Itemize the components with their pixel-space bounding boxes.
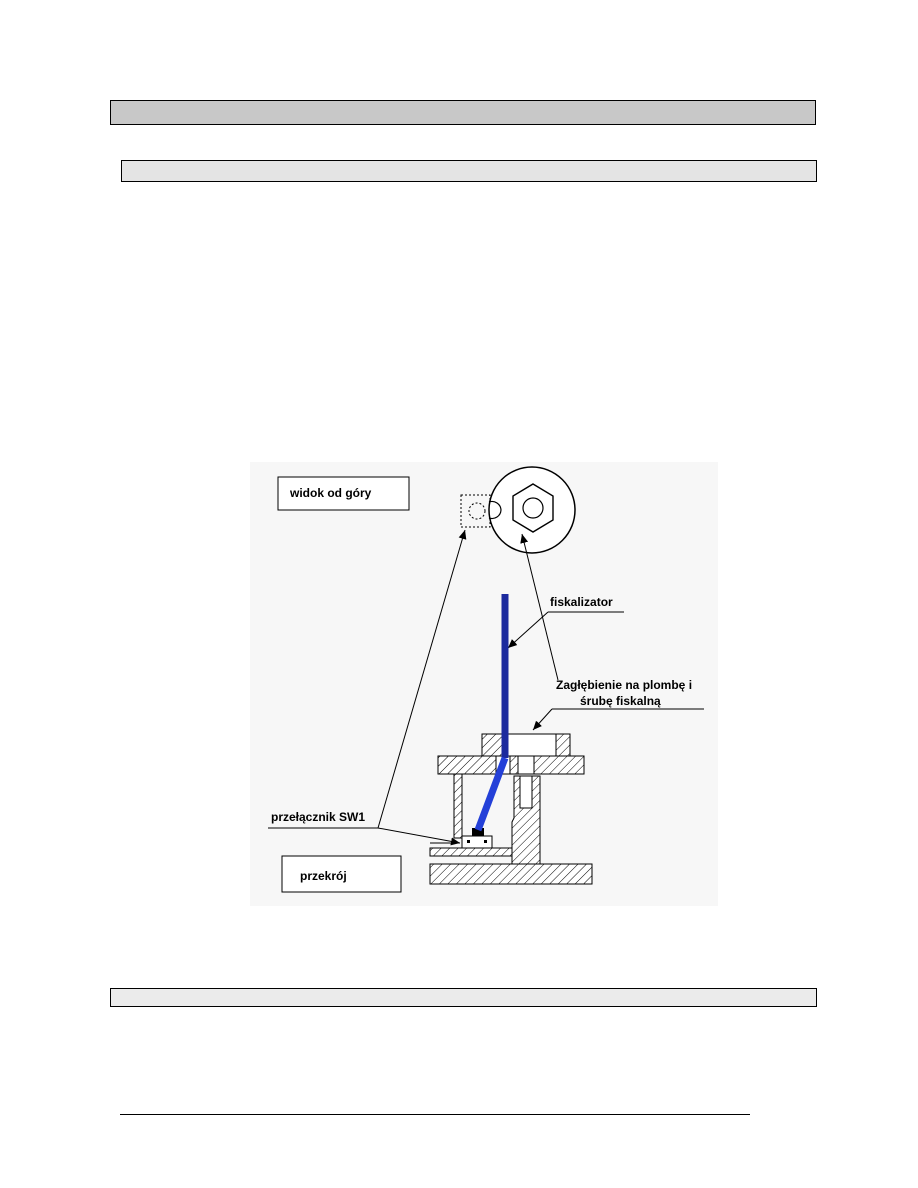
next-section-header-bar: [110, 988, 817, 1007]
top-view-housing: [488, 466, 576, 554]
recess-label-line2: śrubę fiskalną: [580, 694, 661, 708]
recess-label-line1: Zagłębienie na plombę i: [556, 678, 692, 692]
top-view-label-box: widok od góry: [277, 476, 410, 511]
top-view-label: widok od góry: [289, 486, 372, 500]
top-view-switch-outline: [460, 494, 491, 528]
section-header-bar: [110, 100, 816, 125]
section-label: przekrój: [300, 869, 347, 883]
fiscalizer-diagram: widok od góry fiskalizator Zagłębienie n…: [250, 462, 718, 906]
section-housing: [429, 733, 593, 885]
switch-label: przełącznik SW1: [271, 810, 365, 824]
fiscalizer-label: fiskalizator: [550, 595, 613, 609]
switch-sw1: [461, 828, 493, 849]
section-label-box: przekrój: [281, 855, 402, 893]
switch-callout: przełącznik SW1: [268, 529, 467, 846]
fiscalizer-rod: [474, 594, 509, 832]
fiscalizer-callout: fiskalizator: [507, 595, 624, 649]
footer-rule: [120, 1114, 750, 1115]
subsection-header-bar: [121, 160, 817, 182]
recess-callout: Zagłębienie na plombę i śrubę fiskalną: [520, 533, 704, 731]
